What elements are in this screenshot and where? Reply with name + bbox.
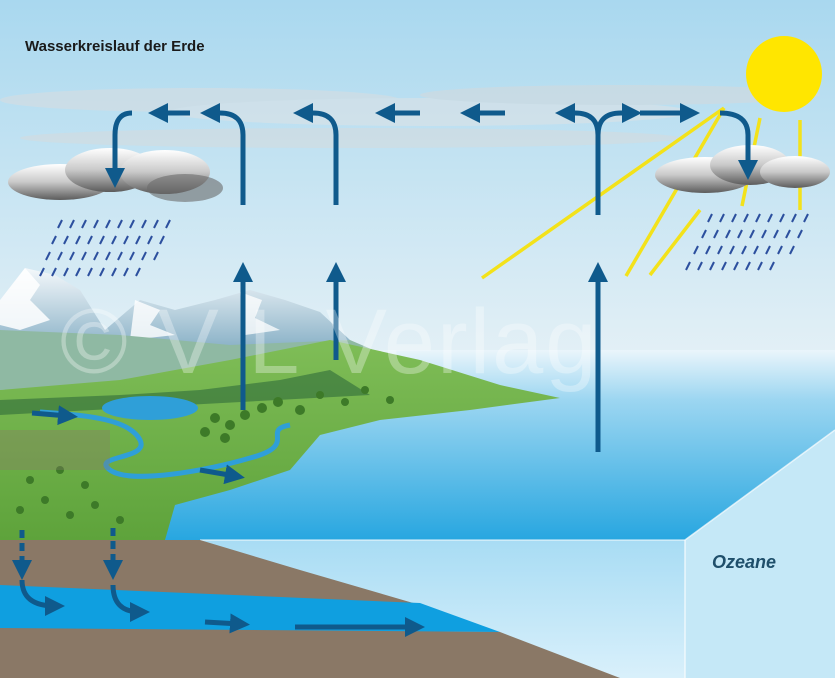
rain-left xyxy=(39,219,171,277)
arrow-groundwater-1 xyxy=(204,613,250,634)
arrow-runoff-1 xyxy=(31,405,78,426)
farmland xyxy=(0,430,110,470)
land xyxy=(0,340,560,540)
groundwater-layer xyxy=(0,585,500,632)
sun-icon xyxy=(746,36,822,112)
rain-right xyxy=(685,213,809,271)
diagram-title: Wasserkreislauf der Erde xyxy=(25,38,205,55)
cloud-right xyxy=(655,145,830,193)
cloud-left xyxy=(8,148,223,202)
arrow-to-left-cloud xyxy=(105,110,133,188)
arrow-evaporation-land-1 xyxy=(200,103,246,205)
trees xyxy=(16,386,394,524)
soil-lower xyxy=(0,628,620,678)
ocean-label: Ozeane xyxy=(712,552,777,572)
arrow-runoff-2 xyxy=(199,464,245,485)
arrow-evaporation-land-2 xyxy=(293,103,339,205)
watermark: © V L Verlag xyxy=(60,291,599,393)
arrow-to-right-cloud xyxy=(719,110,758,180)
lake xyxy=(102,396,198,420)
river xyxy=(39,409,291,479)
ocean-side-face xyxy=(685,430,835,678)
soil-upper xyxy=(0,540,420,605)
flow-arrows xyxy=(12,103,758,637)
